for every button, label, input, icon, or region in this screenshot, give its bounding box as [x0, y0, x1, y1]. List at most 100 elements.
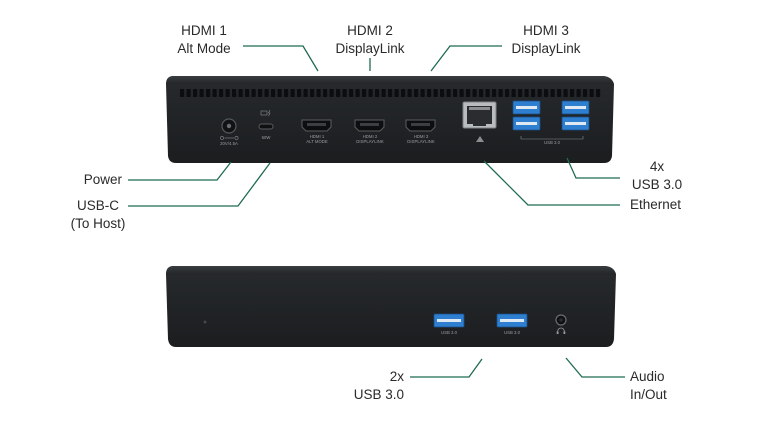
usb3-port-group: USB 3.0 — [512, 100, 590, 145]
dock-front-body — [166, 274, 616, 347]
callout-hdmi2: HDMI 2 DisplayLink — [325, 22, 415, 58]
vent-slot — [498, 89, 503, 97]
dock-front-top-edge — [166, 266, 616, 274]
vent-slot — [492, 89, 497, 97]
leader-ethernet — [483, 160, 620, 206]
vent-slot — [245, 89, 250, 97]
vent-slot — [511, 89, 516, 97]
callout-hdmi3: HDMI 3 DisplayLink — [501, 22, 591, 58]
hdmi3-sublabel: DISPLAYLINK — [407, 139, 435, 144]
callout-hdmi1-subtitle: Alt Mode — [177, 41, 231, 56]
callout-usb4-subtitle: USB 3.0 — [631, 177, 683, 192]
hdmi2-label: HDMI 2 — [363, 134, 378, 139]
vent-slot — [329, 89, 334, 97]
vent-slot — [180, 89, 185, 97]
power-rating-label: 20V/4.5A — [220, 141, 238, 146]
hdmi3-label: HDMI 3 — [414, 134, 429, 139]
vent-slot — [212, 89, 217, 97]
polarity-icon — [220, 136, 239, 140]
front-usb3-port-b: USB 3.0 — [496, 313, 528, 335]
front-usb-a-label: USB 3.0 — [441, 330, 458, 335]
vent-slot — [342, 89, 347, 97]
vent-slot — [420, 89, 425, 97]
vent-slot — [310, 89, 315, 97]
hdmi1-port: HDMI 1 ALT MODE — [301, 119, 332, 144]
vent-slot — [193, 89, 198, 97]
vent-slot — [375, 89, 380, 97]
vent-slot — [316, 89, 321, 97]
callout-power: Power — [40, 171, 122, 189]
vent-slot — [440, 89, 445, 97]
vent-slot — [524, 89, 529, 97]
usb3-port — [512, 100, 541, 115]
leader-power — [128, 161, 232, 181]
dock-rear-top-edge — [166, 76, 614, 84]
vent-slot — [264, 89, 269, 97]
usbc-watt-label: 60W — [262, 135, 272, 140]
hdmi1-label: HDMI 1 — [310, 134, 325, 139]
vent-slot — [232, 89, 237, 97]
audio-jack — [555, 314, 567, 334]
power-port: 20V/4.5A — [220, 118, 239, 146]
vent-slot — [518, 89, 523, 97]
vent-slot — [583, 89, 588, 97]
callout-hdmi1: HDMI 1 Alt Mode — [168, 22, 240, 58]
vent-slot — [394, 89, 399, 97]
dock-rear-body — [166, 84, 614, 163]
vent-slot — [336, 89, 341, 97]
vent-slot — [407, 89, 412, 97]
vent-slot — [186, 89, 191, 97]
callout-usb2-title: 2x — [389, 369, 404, 384]
vent-slot — [453, 89, 458, 97]
hdmi2-port: HDMI 2 DISPLAYLINK — [354, 119, 385, 144]
vent-slot — [544, 89, 549, 97]
vent-slot — [258, 89, 263, 97]
leader-audio — [565, 357, 625, 378]
leader-usb2 — [410, 358, 483, 378]
leader-usb4 — [566, 157, 620, 179]
network-icon — [476, 136, 484, 142]
status-led — [203, 320, 207, 324]
vent-slot — [596, 89, 601, 97]
usb3-port — [512, 116, 541, 131]
vent-slot — [557, 89, 562, 97]
vent-slot — [277, 89, 282, 97]
callout-audio-title: Audio — [630, 369, 665, 384]
vent-slot — [297, 89, 302, 97]
callout-usbc: USB-C (To Host) — [60, 197, 136, 233]
callout-hdmi2-subtitle: DisplayLink — [335, 41, 405, 56]
callout-hdmi3-title: HDMI 3 — [523, 23, 569, 38]
callout-audio: Audio In/Out — [630, 368, 700, 404]
callout-hdmi2-title: HDMI 2 — [347, 23, 393, 38]
vent-slot — [466, 89, 471, 97]
vent-slot — [433, 89, 438, 97]
vent-slot — [459, 89, 464, 97]
vent-slot — [219, 89, 224, 97]
callout-usb2: 2x USB 3.0 — [320, 368, 404, 404]
callout-usb4: 4x USB 3.0 — [622, 158, 692, 194]
vent-slot — [290, 89, 295, 97]
leader-usbc — [128, 162, 271, 207]
hdmi2-sublabel: DISPLAYLINK — [356, 139, 384, 144]
vent-slot — [479, 89, 484, 97]
vent-slot — [570, 89, 575, 97]
vent-slot — [414, 89, 419, 97]
front-usb-b-label: USB 3.0 — [504, 330, 521, 335]
vent-slot — [199, 89, 204, 97]
usb3-port — [561, 116, 590, 131]
vent-slot — [362, 89, 367, 97]
callout-usbc-title: USB-C — [76, 198, 119, 213]
hdmi1-sublabel: ALT MODE — [306, 139, 328, 144]
callout-usb4-title: 4x — [649, 159, 665, 174]
callout-audio-subtitle: In/Out — [630, 387, 667, 402]
vent-slot — [225, 89, 230, 97]
leader-hdmi1 — [243, 45, 319, 72]
hdmi3-port: HDMI 3 DISPLAYLINK — [405, 119, 436, 144]
vent-slot — [401, 89, 406, 97]
usb3-port — [561, 100, 590, 115]
leader-hdmi3 — [430, 45, 502, 72]
dock-rear-view: 20V/4.5A 60W HDMI 1 ALT MODE — [166, 76, 614, 163]
vent-slot — [550, 89, 555, 97]
